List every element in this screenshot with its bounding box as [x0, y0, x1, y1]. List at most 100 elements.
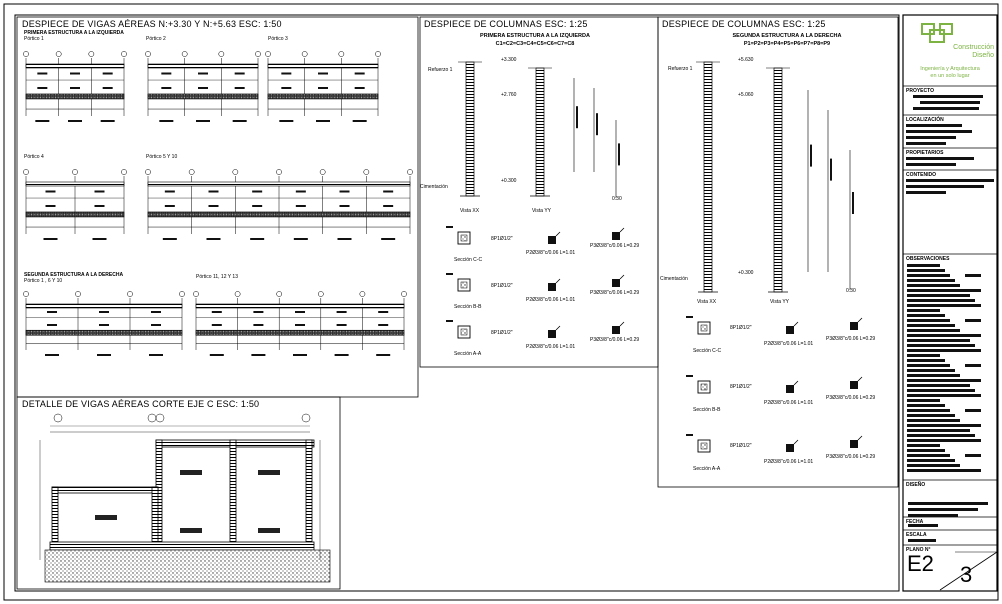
section-note: 8P1Ø1/2": [491, 283, 513, 289]
stirrup-note: P2Ø3/8"c/0.06 L=1.01: [764, 400, 814, 406]
axis-bubble: [179, 291, 185, 297]
columns-right-types: P1=P2=P3=P4=P5=P6=P7=P8=P9: [743, 41, 831, 47]
level-zero: 0.30: [612, 196, 622, 202]
scale-label: ESCALA: [906, 532, 927, 538]
stirrup-shape: [850, 376, 863, 389]
soil-hatch: [44, 549, 331, 583]
axis-bubble: [147, 413, 157, 423]
stirrup-shape: [786, 439, 799, 452]
brand-tagline: Ingeniería y Arquitectura: [920, 66, 980, 72]
axis-bubble: [234, 291, 241, 297]
axis-bubble: [276, 291, 283, 297]
section-note: 8P1Ø1/2": [491, 236, 513, 242]
portico-elevation: [145, 51, 261, 122]
company-logo-icon: [921, 23, 953, 43]
stirrup-note: P2Ø3/8"c/0.06 L=1.01: [526, 297, 576, 303]
portico-label: Pórtico 11, 12 Y 13: [196, 274, 238, 280]
stirrup-note: P2Ø3/8"c/0.06 L=1.01: [526, 344, 576, 350]
column-elevation: [766, 67, 790, 293]
level-bottom: +0.300: [738, 270, 754, 276]
axis-bubble: [23, 169, 29, 175]
stirrup-shape: [786, 380, 799, 393]
portico-elevation: [23, 51, 127, 122]
titleblock-frame: [902, 14, 998, 592]
axis-bubble: [359, 291, 366, 297]
stirrup-shape: [548, 278, 561, 291]
beam-group-label: SEGUNDA ESTRUCTURA A LA DERECHA: [24, 272, 124, 278]
column-section: [686, 434, 711, 453]
design-label: DISEÑO: [906, 482, 926, 488]
columns-left-subtitle: PRIMERA ESTRUCTURA A LA IZQUIERDA: [480, 33, 590, 39]
axis-bubble: [155, 413, 165, 423]
brand-tagline2: en un solo lugar: [930, 73, 970, 79]
stirrup-note: P2Ø3/8"c/0.06 L=1.01: [764, 459, 814, 465]
project-label: PROYECTO: [906, 88, 934, 94]
portico-label: Pórtico 1 , 6 Y 10: [24, 278, 63, 284]
column-details: [446, 61, 863, 453]
portico-label: Pórtico 4: [24, 154, 44, 160]
sheet-number-label: PLANO N°: [906, 547, 931, 553]
portico-elevation: [193, 291, 407, 356]
column-elevation: [696, 61, 720, 293]
axis-bubble: [301, 413, 311, 423]
detail-panel: [16, 396, 341, 590]
columns-right-subtitle: SEGUNDA ESTRUCTURA A LA DERECHA: [732, 33, 842, 39]
axis-bubble: [188, 169, 195, 175]
stirrup-shape: [548, 325, 561, 338]
brand-subname: Diseño: [972, 52, 994, 59]
stirrup-shape: [548, 231, 561, 244]
outer-border: [3, 3, 999, 601]
axis-bubble: [72, 169, 78, 175]
axis-bubble: [121, 169, 127, 175]
portico-label: Pórtico 1: [24, 36, 44, 42]
view-yy-label: Vista YY: [770, 299, 789, 305]
beam-elevations: [23, 51, 413, 356]
section-cc-label: Sección C-C: [454, 257, 483, 263]
stirrup-note: P3Ø3/8"c/0.06 L=0.29: [590, 290, 640, 296]
axis-bubble: [276, 169, 282, 175]
level-mid: +2.760: [501, 92, 517, 98]
inner-border: [14, 14, 900, 592]
columns-right-title: DESPIECE DE COLUMNAS ESC: 1:25: [662, 19, 826, 29]
brand-name: Construcción: [953, 44, 994, 51]
axis-bubble: [121, 51, 127, 57]
axis-bubble: [127, 291, 133, 297]
portico-elevation: [23, 291, 185, 356]
column-section: [686, 375, 711, 394]
stirrup-shape: [850, 435, 863, 448]
axis-bubble: [255, 51, 261, 57]
column-section: [446, 320, 471, 339]
stirrup-note: P3Ø3/8"c/0.06 L=0.29: [826, 336, 876, 342]
axis-bubble: [265, 51, 271, 57]
axis-bubble: [375, 51, 381, 57]
axis-bubble: [145, 51, 151, 57]
view-xx-label: Vista XX: [697, 299, 717, 305]
axis-bubble: [363, 169, 370, 175]
stirrup-note: P2Ø3/8"c/0.06 L=1.01: [764, 341, 814, 347]
section-bb-label: Sección B-B: [693, 407, 721, 413]
axis-bubble: [23, 51, 29, 57]
sheet-number: 3: [960, 562, 973, 587]
axis-bubble: [301, 51, 308, 57]
detail-section: [39, 413, 331, 583]
portico-elevation: [145, 169, 413, 240]
portico-label: Pórtico 2: [146, 36, 166, 42]
portico-elevation: [265, 51, 381, 122]
stirrup-note: P2Ø3/8"c/0.06 L=1.01: [526, 250, 576, 256]
level-zero: 0.30: [846, 288, 856, 294]
stirrup-shape: [786, 321, 799, 334]
axis-bubble: [338, 51, 345, 57]
axis-bubble: [218, 51, 225, 57]
portico-elevation: [23, 169, 127, 240]
level-bottom: +0.300: [501, 178, 517, 184]
stirrup-note: P3Ø3/8"c/0.06 L=0.29: [826, 454, 876, 460]
section-note: 8P1Ø1/2": [491, 330, 513, 336]
beams-title: DESPIECE DE VIGAS AÉREAS N:+3.30 Y N:+5.…: [22, 19, 282, 29]
stirrup-note: P3Ø3/8"c/0.06 L=0.29: [590, 337, 640, 343]
axis-bubble: [88, 51, 95, 57]
axis-bubble: [55, 51, 62, 57]
titleblock-redactions: [906, 95, 994, 542]
axis-bubble: [401, 291, 407, 297]
